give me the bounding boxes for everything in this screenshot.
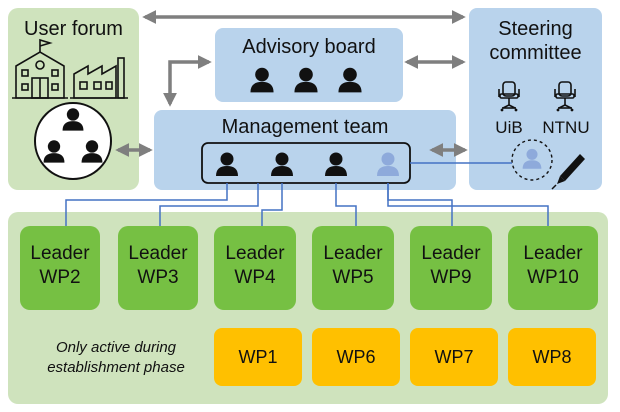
management-member-icon — [271, 152, 293, 176]
chair-icon-uib — [498, 81, 520, 113]
advisory-member-icon — [294, 67, 318, 93]
management-advisory-arrow — [163, 55, 212, 107]
leader-wp2: Leader WP2 — [20, 226, 100, 310]
advisory-board-members — [250, 67, 362, 93]
management-members — [216, 152, 399, 176]
steering-committee-title-line2: committee — [489, 42, 582, 64]
vacant-seat-icon — [511, 139, 553, 181]
management-member-icon — [377, 152, 399, 176]
management-team-title: Management team — [221, 116, 389, 138]
establishment-note-line1: Only active during — [55, 339, 177, 356]
leader-label: Leader — [225, 243, 285, 264]
advisory-member-icon — [338, 67, 362, 93]
leader-label: Leader — [421, 243, 481, 264]
pen-icon — [551, 154, 585, 190]
leader-label: Leader — [128, 243, 188, 264]
leader-wp5: Leader WP5 — [312, 226, 394, 310]
leader-label: Leader — [323, 243, 383, 264]
leader-wp-label: WP5 — [332, 267, 374, 288]
establishment-note: Only active during establishment phase — [24, 338, 208, 382]
leader-wp-label: WP2 — [39, 267, 81, 288]
work-package-wp8: WP8 — [508, 328, 596, 386]
leader-wp-label: WP9 — [430, 267, 472, 288]
leader-wp9: Leader WP9 — [410, 226, 492, 310]
advisory-member-icon — [250, 67, 274, 93]
leader-wp4: Leader WP4 — [214, 226, 296, 310]
management-member-icon — [325, 152, 347, 176]
leader-wp3: Leader WP3 — [118, 226, 198, 310]
leader-wp-label: WP10 — [527, 267, 579, 288]
connector-lines — [65, 162, 549, 226]
work-package-wp7: WP7 — [410, 328, 498, 386]
leader-wp10: Leader WP10 — [508, 226, 598, 310]
work-package-wp6: WP6 — [312, 328, 400, 386]
management-team-panel: Management team — [154, 110, 456, 190]
work-package-wp1: WP1 — [214, 328, 302, 386]
user-forum-title: User forum — [24, 18, 123, 40]
steering-committee-title-line1: Steering — [498, 18, 573, 40]
establishment-note-line2: establishment phase — [47, 359, 185, 376]
chair-icon-ntnu — [554, 81, 576, 113]
management-members-box — [201, 142, 411, 184]
leader-label: Leader — [30, 243, 90, 264]
steering-member-ntnu: NTNU — [542, 118, 590, 137]
relationship-arrows — [115, 9, 468, 157]
leader-wp-label: WP3 — [137, 267, 179, 288]
advisory-board-title: Advisory board — [242, 36, 376, 58]
steering-member-uib: UiB — [495, 118, 523, 137]
leader-wp-label: WP4 — [234, 267, 276, 288]
school-icon — [12, 38, 68, 99]
factory-icon — [70, 57, 128, 99]
management-member-icon — [216, 152, 238, 176]
leader-label: Leader — [523, 243, 583, 264]
group-icon — [34, 102, 112, 180]
